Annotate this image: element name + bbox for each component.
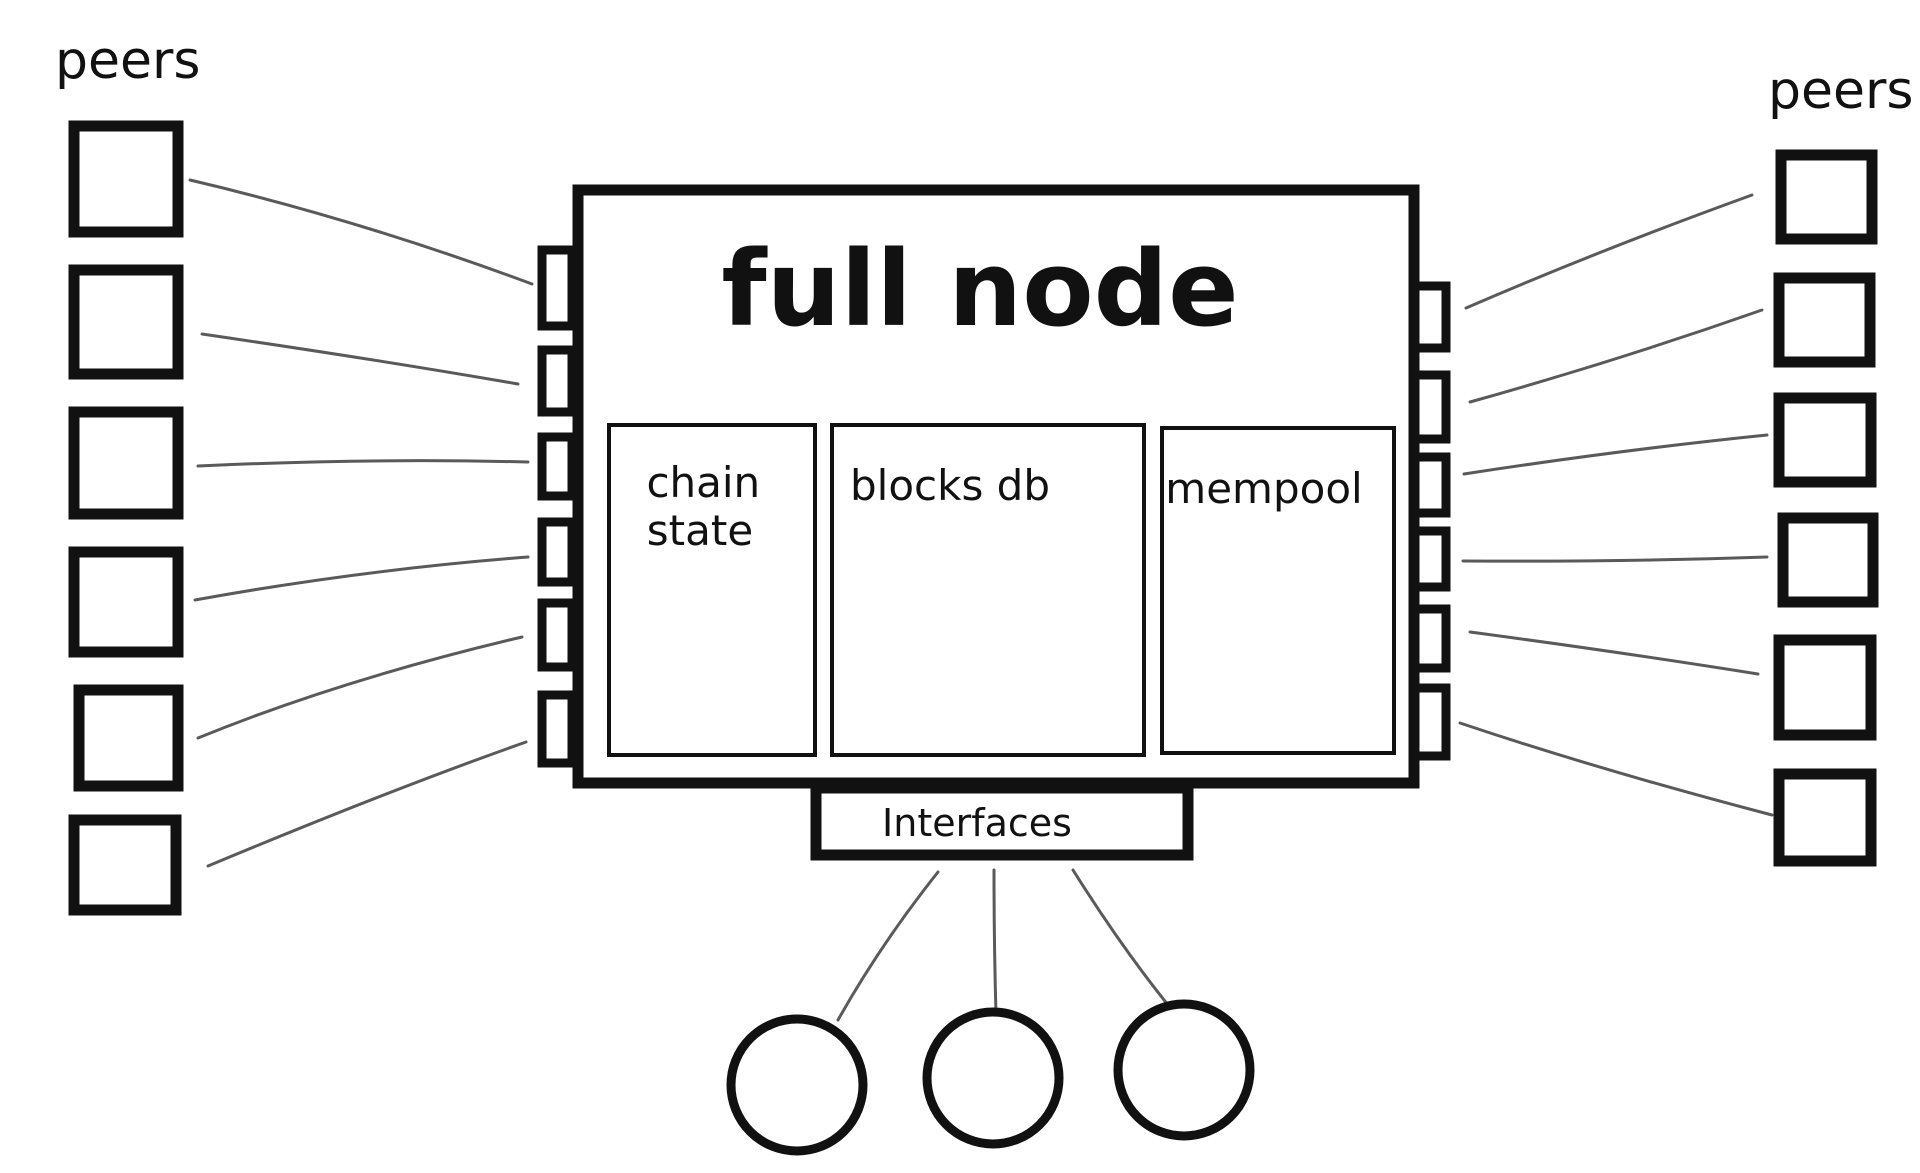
full-node-title: full node [721,228,1238,350]
interface-client-circle [1113,999,1255,1141]
interface-client-circle [922,1007,1064,1149]
left-peer-links [188,178,534,868]
interface-link [836,870,940,1022]
peers-left-label: peers [55,31,200,91]
interface-links [836,868,1170,1022]
blocks-db-label: blocks db [850,461,1050,510]
left-port [537,345,577,417]
chain-state-box [607,423,817,757]
left-port [537,432,577,501]
interfaces-box [810,782,1194,861]
peer-link [1464,193,1754,310]
left-port [537,517,577,587]
peer-link [196,459,530,468]
right-peers [1773,149,1879,867]
left-port [537,690,577,768]
peer-link [1461,555,1769,563]
interface-link [1071,868,1170,1007]
interfaces-label: Interfaces [882,801,1072,845]
chain-state-line-2: state [647,506,753,555]
peer-link [206,740,528,868]
left-peer-box [68,546,184,658]
left-peer-box [68,814,182,916]
left-peer-box [68,120,184,238]
blocks-db-box [830,423,1146,757]
left-port [537,245,577,331]
right-peer-box [1775,149,1878,245]
left-ports [537,245,577,768]
right-peer-links [1458,193,1774,817]
right-peer-box [1773,392,1877,488]
peer-link [200,332,520,386]
right-peer-box [1773,768,1877,867]
peer-link [1458,721,1774,817]
left-port [537,598,577,672]
peers-right-label: peers [1768,61,1913,121]
chain-state-label: chain state [646,458,773,555]
left-peer-box [68,406,184,520]
mempool-box [1160,426,1396,755]
interface-link [992,868,998,1016]
peer-link [1468,630,1760,676]
right-peer-box [1773,634,1877,741]
interface-clients [726,999,1255,1156]
peer-link [1462,433,1769,476]
left-peers [68,120,184,916]
left-peer-box [73,684,184,792]
peer-link [1468,308,1764,404]
peer-link [193,555,530,602]
peer-link [188,178,534,286]
interface-client-circle [726,1014,868,1156]
peer-link [196,635,524,740]
mempool-label: mempool [1165,464,1362,513]
right-peer-box [1777,512,1879,608]
right-peer-box [1773,272,1876,368]
left-peer-box [68,264,184,380]
chain-state-line-1: chain [646,458,760,507]
